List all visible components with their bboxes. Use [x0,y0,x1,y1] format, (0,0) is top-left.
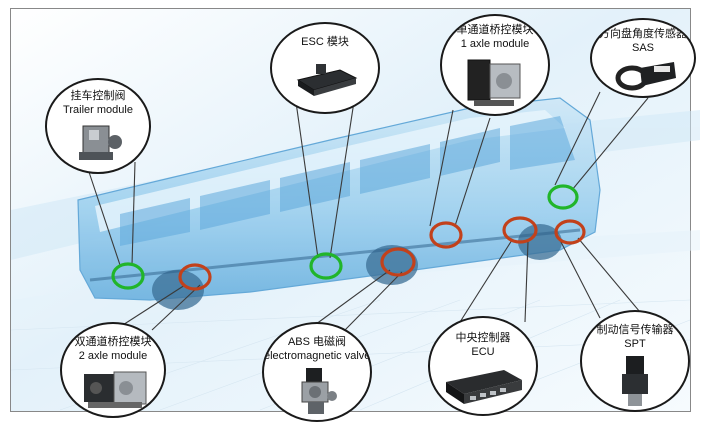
angle-sensor-icon [615,62,676,91]
callout-2-axle-module: 双通道桥控模块 2 axle module [60,322,166,418]
two-axle-label-cn: 双通道桥控模块 [74,336,152,348]
marker-trailer-green [111,262,145,290]
callout-trailer-module: 挂车控制阀 Trailer module [45,78,151,174]
abs-label-cn: ABS 电磁阀 [287,336,347,348]
callout-1-axle-module: 单通道桥控模块 1 axle module [440,14,550,116]
callout-sas: 方向盘角度传感器 SAS [590,18,696,98]
marker-abs-red [380,247,416,277]
component-markers [111,184,586,291]
spt-label-cn: 制动信号传输器 [596,324,674,336]
one-axle-label-en: 1 axle module [460,38,530,50]
marker-ecu-red [502,216,538,244]
callout-spt: 制动信号传输器 SPT [580,310,690,412]
sas-label-en: SAS [631,42,654,54]
leader-lines [84,91,649,331]
ecu-box-icon [446,370,522,404]
ecu-label-en: ECU [471,346,495,358]
marker-1axle-red [429,221,463,249]
trailer-label-en: Trailer module [63,104,133,116]
callout-abs-valve: ABS 电磁阀 electromagnetic valve [262,322,372,422]
abs-valve-icon [301,368,337,414]
esc-module-icon [296,64,358,96]
callout-ecu: 中央控制器 ECU [428,316,538,416]
trailer-label-cn: 挂车控制阀 [70,90,126,102]
spt-sensor-icon [622,356,648,406]
sas-label-cn: 方向盘角度传感器 [599,28,687,40]
callout-esc-module: ESC 模块 [270,22,380,114]
trailer-valve-icon [79,125,122,160]
marker-2axle-red [178,263,212,291]
abs-label-en: electromagnetic valve [264,350,371,362]
spt-label-en: SPT [624,338,646,350]
marker-sas-green [547,184,579,210]
ecu-label-cn: 中央控制器 [455,332,511,344]
esc-label-cn: ESC 模块 [301,36,349,48]
one-axle-label-cn: 单通道桥控模块 [456,24,534,36]
two-axle-label-en: 2 axle module [78,350,148,362]
axle-module-icon [467,59,521,106]
marker-esc-green [309,252,343,280]
two-axle-module-icon [84,371,147,408]
marker-spt-red [554,219,586,245]
